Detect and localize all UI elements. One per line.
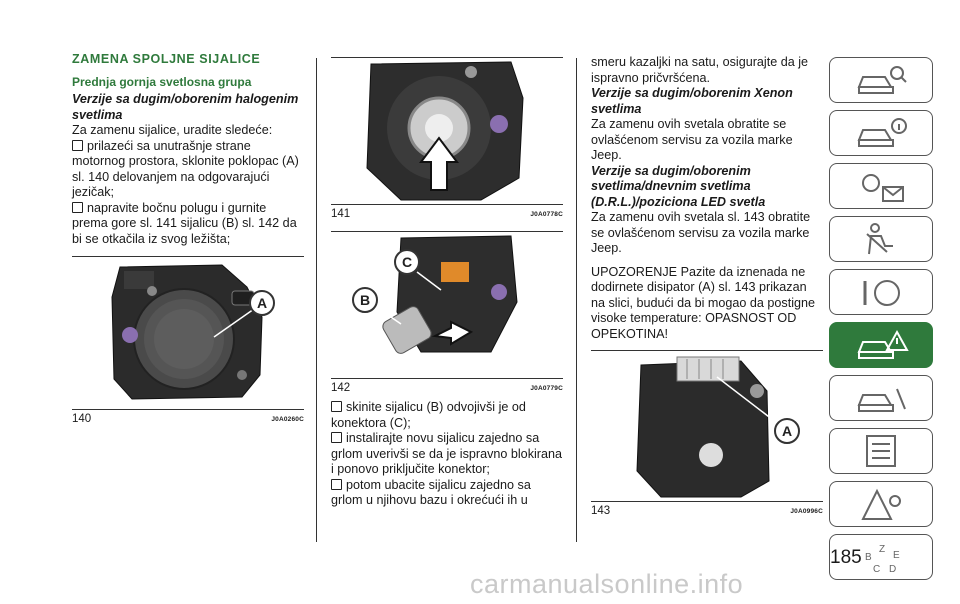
column-3: smeru kazaljki na satu, osigurajte da je… (591, 55, 823, 520)
steering-wrench-icon (863, 280, 900, 306)
car-warning-icon (857, 329, 909, 359)
svg-text:D: D (889, 564, 896, 575)
page-number: 185 (830, 547, 862, 568)
tab-lights-messages[interactable] (829, 163, 933, 209)
figure-caption: 140 J0A0260C (72, 412, 304, 428)
figure-caption: 141 J0A0778C (331, 207, 563, 223)
warning-text: UPOZORENJE Pazite da iznenada ne dodirne… (591, 264, 816, 341)
subheading: Prednja gornja svetlosna grupa (72, 74, 252, 89)
tab-safety[interactable] (829, 216, 933, 262)
figure-number: 143 (591, 505, 611, 517)
paragraph: Za zamenu ovih svetala sl. 143 obratite … (591, 210, 811, 255)
bullet-item: skinite sijalicu (B) odvojivši je od kon… (331, 400, 563, 431)
paragraph: Za zamenu ovih svetala obratite se ovlaš… (591, 117, 793, 162)
column-divider (316, 58, 317, 542)
callout-label-a: A (257, 295, 267, 311)
svg-text:E: E (893, 550, 900, 561)
figure-number: 141 (331, 208, 351, 220)
callout-label-b: B (360, 292, 370, 308)
column-divider (576, 58, 577, 542)
callout-label-c: C (402, 254, 412, 270)
bullet-item: instalirajte novu sijalicu zajedno sa gr… (331, 431, 562, 476)
column-2: 141 J0A0778C C B 142 J0A0779C skinite si… (331, 57, 563, 509)
intro-text: Za zamenu sijalice, uradite sledeće: (72, 123, 273, 137)
tab-maintenance[interactable] (829, 375, 933, 421)
seat-belt-icon (866, 223, 893, 255)
map-music-icon (861, 488, 901, 520)
italic-heading: Verzije sa dugim/oborenim Xenon svetlima (591, 86, 793, 116)
figure-140: A (72, 256, 304, 410)
car-info-icon (857, 118, 907, 147)
led-headlamp-image: A (636, 356, 800, 498)
bullet-item: potom ubacite sijalicu zajedno sa grlom … (331, 478, 563, 509)
bullet-item: prilazeći sa unutrašnje strane motornog … (72, 139, 304, 201)
figure-code: J0A0779C (530, 384, 563, 392)
tab-technical-data[interactable] (829, 428, 933, 474)
callout-label-a: A (782, 423, 792, 439)
italic-heading: Verzije sa dugim/oborenim svetlima/dnevn… (591, 163, 766, 209)
bullet-item: napravite bočnu polugu i gurnite prema g… (72, 201, 304, 248)
tab-starting-driving[interactable] (829, 269, 933, 315)
figure-caption: 143 J0A0996C (591, 504, 823, 520)
svg-text:C: C (873, 564, 880, 575)
figure-code: J0A0260C (271, 416, 304, 423)
figure-number: 142 (331, 381, 351, 394)
figure-number: 140 (72, 413, 92, 425)
column-1: ZAMENA SPOLJNE SIJALICE Prednja gornja s… (72, 52, 304, 428)
tab-car-info[interactable] (829, 110, 933, 156)
headlamp-cover-image: A (111, 264, 275, 400)
section-heading: ZAMENA SPOLJNE SIJALICE (72, 52, 261, 66)
figure-143: A (591, 350, 823, 502)
figure-code: J0A0778C (530, 211, 563, 218)
figure-141 (331, 57, 563, 205)
headlamp-bulb-image (366, 61, 524, 201)
light-message-icon (862, 174, 904, 202)
svg-text:Z: Z (879, 544, 885, 555)
figure-142: C B (331, 230, 563, 379)
continuation-text: smeru kazaljki na satu, osigurajte da je… (591, 55, 809, 85)
svg-text:B: B (865, 552, 872, 563)
tab-car-search[interactable] (829, 57, 933, 103)
list-icon (866, 435, 896, 467)
figure-caption: 142 J0A0779C (331, 381, 563, 397)
tab-multimedia[interactable] (829, 481, 933, 527)
watermark: carmanualsonline.info (470, 569, 744, 599)
italic-heading: Verzije sa dugim/oborenim halogenim svet… (72, 92, 299, 122)
car-tools-icon (857, 388, 906, 412)
car-search-icon (857, 66, 907, 94)
figure-code: J0A0996C (790, 508, 823, 515)
bulb-removal-image: C B (352, 234, 518, 354)
tab-emergency[interactable] (829, 322, 933, 368)
